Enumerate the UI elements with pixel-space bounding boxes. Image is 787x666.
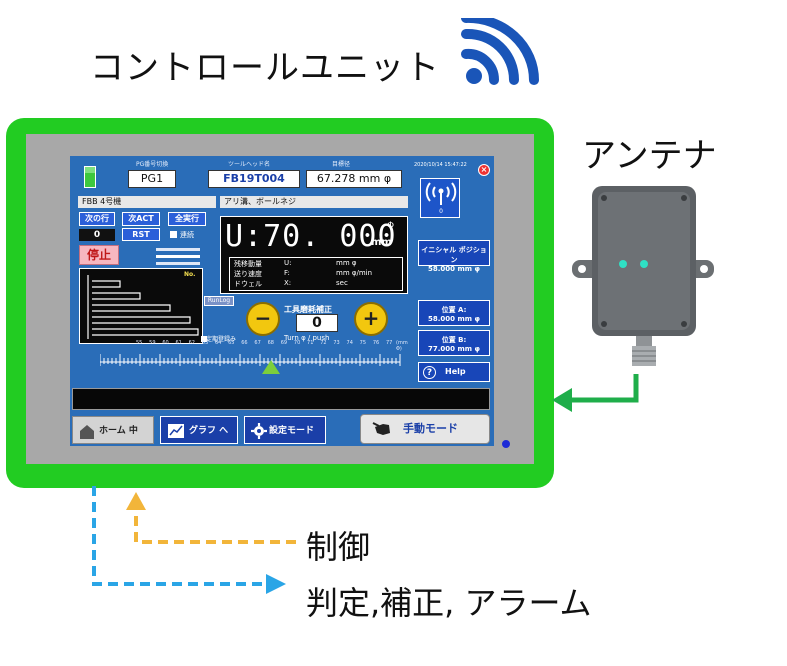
close-icon[interactable]: × bbox=[478, 164, 490, 176]
control-arrow bbox=[134, 508, 296, 544]
rst-button[interactable]: RST bbox=[122, 228, 160, 241]
control-unit-title: コントロールユニット bbox=[90, 48, 440, 88]
scale-tick-label: 70 bbox=[293, 340, 301, 346]
graph-no-label: No. bbox=[184, 271, 196, 278]
scale-tick-label: 65 bbox=[228, 340, 235, 346]
target-label: 目標径 bbox=[332, 161, 351, 168]
wifi-icon bbox=[461, 18, 539, 85]
scale-tick-label: 75 bbox=[359, 340, 367, 346]
home-icon bbox=[80, 425, 94, 439]
main-value: U:70. 000 bbox=[225, 219, 397, 254]
scale-tick-label: 74 bbox=[346, 340, 353, 346]
help-button[interactable]: ? Help bbox=[418, 362, 490, 382]
main-unit: mm bbox=[371, 237, 392, 248]
position-a-button[interactable]: 位置 A: 58.000 mm φ bbox=[418, 300, 490, 326]
scale-tick-label: 72 bbox=[320, 340, 327, 346]
judgement-arrow-head bbox=[266, 574, 286, 594]
main-phi: Φ bbox=[387, 221, 395, 231]
help-icon: ? bbox=[423, 366, 436, 379]
scale-tick-label: 71 bbox=[307, 340, 314, 346]
scale-tick-label: 68 bbox=[267, 340, 274, 346]
process-name-bar: アリ溝、ボールネジ bbox=[220, 196, 408, 208]
all-run-button[interactable]: 全実行 bbox=[168, 212, 206, 226]
message-bar bbox=[72, 388, 490, 410]
scale-tick-label: 69 bbox=[280, 340, 288, 346]
settings-button[interactable]: 設定モード bbox=[244, 416, 326, 444]
antenna-to-unit-arrow bbox=[568, 374, 639, 403]
power-led bbox=[502, 440, 510, 448]
scale-tick-label: 60 bbox=[162, 340, 169, 346]
status-lines bbox=[156, 248, 200, 269]
scale-tick-label: 76 bbox=[372, 340, 380, 346]
antenna-arrow-head bbox=[552, 388, 572, 412]
sheet-checkbox[interactable] bbox=[201, 336, 207, 342]
touch-screen: PG番号切換 PG1 ツールヘッド名 FB19T004 目標径 67.278 m… bbox=[70, 156, 494, 446]
graph-button[interactable]: グラフ へ bbox=[160, 416, 238, 444]
manual-mode-button[interactable]: 手動モード bbox=[360, 414, 490, 444]
initial-position-button[interactable]: イニシャル ポジション 58.000 mm φ bbox=[418, 240, 490, 273]
control-label: 制御 bbox=[306, 528, 371, 566]
scale-tick-label: 62 bbox=[188, 340, 195, 346]
control-arrow-head bbox=[126, 492, 146, 510]
battery-icon bbox=[84, 166, 96, 188]
scale-tick-label: 63 bbox=[201, 340, 209, 346]
right-panel: 2020/10/14 15:47:22 × 0 イニシャル ポジション 58.0… bbox=[412, 156, 494, 388]
scale-ruler bbox=[100, 354, 401, 366]
judgement-arrow bbox=[92, 486, 268, 586]
gear-icon bbox=[251, 423, 267, 439]
scale-pointer[interactable] bbox=[262, 360, 280, 374]
tool-field[interactable]: FB19T004 bbox=[208, 170, 300, 188]
compensation-label: 工具磨耗補正 bbox=[284, 305, 332, 314]
turn-label: Turn φ / push bbox=[284, 334, 330, 342]
graph-icon bbox=[168, 424, 184, 438]
home-button[interactable]: ホーム 中 bbox=[72, 416, 154, 444]
profile-lines bbox=[87, 275, 199, 339]
target-field[interactable]: 67.278 mm φ bbox=[306, 170, 402, 188]
next-row-button[interactable]: 次の行 bbox=[79, 212, 115, 226]
tool-label: ツールヘッド名 bbox=[228, 161, 271, 168]
hand-icon bbox=[372, 422, 390, 435]
program-label: PG番号切換 bbox=[136, 161, 169, 168]
antenna-device bbox=[572, 186, 714, 366]
datetime: 2020/10/14 15:47:22 bbox=[414, 162, 467, 168]
counter-display: 0 bbox=[79, 229, 115, 241]
judgement-label: 判定,補正, アラーム bbox=[306, 584, 592, 622]
scale-tick-label: 77 bbox=[386, 340, 393, 346]
scale-tick-label: 59 bbox=[149, 340, 156, 346]
next-act-button[interactable]: 次ACT bbox=[122, 212, 160, 226]
scale-tick-label: 61 bbox=[175, 340, 182, 346]
compensation-value[interactable]: 0 bbox=[296, 314, 338, 332]
antenna-indicator: 0 bbox=[439, 208, 443, 215]
scale-tick-label: 67 bbox=[254, 340, 261, 346]
minus-button[interactable]: − bbox=[246, 302, 280, 336]
scale-tick-label: 55 bbox=[136, 340, 143, 346]
scale-tick-label: 66 bbox=[241, 340, 248, 346]
plus-button[interactable]: + bbox=[354, 302, 388, 336]
runlog-button[interactable]: RunLog bbox=[204, 296, 234, 306]
scale-tick-label: 64 bbox=[214, 340, 222, 346]
continuous-checkbox[interactable] bbox=[170, 231, 177, 238]
position-b-button[interactable]: 位置 B: 77.000 mm φ bbox=[418, 330, 490, 356]
program-field[interactable]: PG1 bbox=[128, 170, 176, 188]
machine-name-bar: FBB 4号機 bbox=[78, 196, 216, 208]
antenna-signal-icon[interactable]: 0 bbox=[420, 178, 460, 218]
profile-graph: No. bbox=[79, 268, 203, 344]
scale-tick-label: 73 bbox=[333, 340, 340, 346]
antenna-title: アンテナ bbox=[582, 136, 717, 176]
stop-button[interactable]: 停止 bbox=[79, 245, 119, 265]
scale-unit: (mm Φ) bbox=[396, 340, 408, 352]
continuous-label: 連続 bbox=[180, 231, 194, 239]
diameter-scale: 55 59 60 61 62 63 64 65 66 67 68 69 70 71 72 73 74 75 76 77… bbox=[100, 340, 410, 372]
sheet-label: 定期登録み bbox=[206, 336, 237, 343]
